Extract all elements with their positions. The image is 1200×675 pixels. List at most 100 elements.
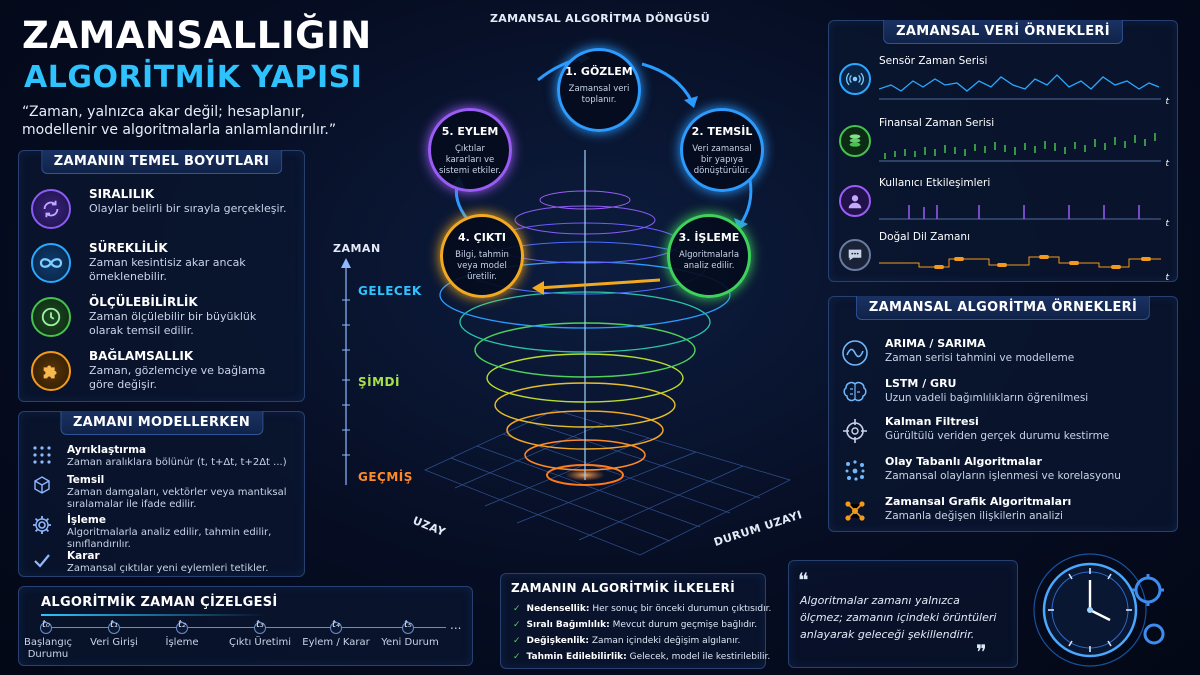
axis-label-time: ZAMAN <box>333 242 381 255</box>
dimensions-heading: ZAMANIN TEMEL BOYUTLARI <box>40 150 283 174</box>
cycle-step-desc: Algoritmalarla analiz edilir. <box>678 250 740 271</box>
dimension-item: BAĞLAMSALLIK Zaman, gözlemciye ve bağlam… <box>31 349 301 399</box>
algo-example-item: Olay Tabanlı Algoritmalar Zamansal olayl… <box>841 455 1171 491</box>
algo-title: Kalman Filtresi <box>885 415 979 428</box>
puzzle-icon <box>31 351 71 391</box>
timeline-heading: ALGORİTMİK ZAMAN ÇİZELGESİ <box>41 595 278 610</box>
dimension-desc: Zaman ölçülebilir bir büyüklük olarak te… <box>89 310 257 337</box>
principle-item: ✓Değişkenlik: Zaman içindeki değişim alg… <box>513 636 740 646</box>
principle-item: ✓Tahmin Edilebilirlik: Gelecek, model il… <box>513 652 770 662</box>
dimension-item: ÖLÇÜLEBİLİRLİK Zaman ölçülebilir bir büy… <box>31 295 301 345</box>
modeling-title: Ayrıklaştırma <box>67 444 147 456</box>
timeline-tick-label: t₀ <box>42 619 50 630</box>
cycle-step-observation: 1. GÖZLEM Zamansal veri toplanır. <box>557 48 641 132</box>
dimension-title: SIRALILIK <box>89 187 155 201</box>
cycle-step-processing: 3. İŞLEME Algoritmalarla analiz edilir. <box>667 214 751 298</box>
clock-icon <box>31 297 71 337</box>
check-icon: ✓ <box>513 636 521 646</box>
cycle-step-desc: Veri zamansal bir yapıya dönüştürülür. <box>692 144 752 176</box>
user-icon <box>839 185 871 217</box>
timeline-panel: ALGORİTMİK ZAMAN ÇİZELGESİ <box>18 586 473 666</box>
quote-open-mark: ❝ <box>798 568 809 592</box>
dimension-item: SÜREKLİLİK Zaman kesintisiz akar ancak ö… <box>31 241 301 291</box>
dimension-item: SIRALILIK Olaylar belirli bir sırayla ge… <box>31 187 301 237</box>
natural-language-time-chart <box>879 255 1161 269</box>
t-axis-label: t <box>1165 273 1169 283</box>
algo-desc: Gürültülü veriden gerçek durumu kestirme <box>885 430 1110 442</box>
cycle-step-desc: Zamansal veri toplanır. <box>568 84 630 105</box>
timeline-node <box>254 622 266 634</box>
algo-desc: Zamanla değişen ilişkilerin analizi <box>885 510 1063 522</box>
dimension-desc: Zaman kesintisiz akar ancak örneklenebil… <box>89 256 246 283</box>
brain-icon <box>841 379 869 407</box>
data-example-title: Finansal Zaman Serisi <box>879 117 995 129</box>
modeling-title: Karar <box>67 550 100 562</box>
t-axis-label: t <box>1165 97 1169 107</box>
cycle-icon <box>31 189 71 229</box>
principle-term: Sıralı Bağımlılık: <box>526 620 610 630</box>
principle-term: Nedensellik: <box>526 604 590 614</box>
algo-title: LSTM / GRU <box>885 377 957 390</box>
grid-plane <box>424 409 791 556</box>
principle-item: ✓Sıralı Bağımlılık: Mevcut durum geçmişe… <box>513 620 757 630</box>
timeline-heading-underline <box>41 614 267 616</box>
quote-close-mark: ❞ <box>976 640 987 664</box>
cycle-step-desc: Bilgi, tahmin veya model üretilir. <box>455 250 509 282</box>
data-example-item: Sensör Zaman Serisi t <box>839 55 1169 107</box>
gear-icon <box>31 514 53 536</box>
principle-term: Değişkenlik: <box>526 636 590 646</box>
timeline-node-label: Eylem / Karar <box>302 637 370 648</box>
timeline-node <box>330 622 342 634</box>
cycle-step-title: 4. ÇIKTI <box>458 231 506 244</box>
main-title-line2: ALGORİTMİK YAPISI <box>24 60 363 95</box>
clock-illustration <box>1033 553 1165 667</box>
modeling-desc: Zaman aralıklara bölünür (t, t+Δt, t+2Δt… <box>67 457 287 468</box>
dimension-desc: Olaylar belirli bir sırayla gerçekleşir. <box>89 202 287 215</box>
modeling-title: İşleme <box>67 514 106 526</box>
dimension-title: BAĞLAMSALLIK <box>89 349 194 363</box>
check-icon: ✓ <box>513 652 521 662</box>
subtitle-quote: “Zaman, yalnızca akar değil; hesaplanır,… <box>22 104 337 138</box>
sensor-icon <box>839 63 871 95</box>
cycle-step-output: 4. ÇIKTI Bilgi, tahmin veya model üretil… <box>440 214 524 298</box>
data-examples-panel: ZAMANSAL VERİ ÖRNEKLERİ Sensör Zaman Ser… <box>828 20 1178 283</box>
algo-desc: Zamansal olayların işlenmesi ve korelasy… <box>885 470 1121 482</box>
principle-text: Gelecek, model ile kestirilebilir. <box>629 652 771 662</box>
timeline-node <box>402 622 414 634</box>
data-example-item: Finansal Zaman Serisi t <box>839 117 1169 169</box>
timeline-node <box>176 622 188 634</box>
algo-example-item: Kalman Filtresi Gürültülü veriden gerçek… <box>841 415 1171 451</box>
modeling-heading: ZAMANI MODELLERKEN <box>59 411 264 435</box>
wave-icon <box>841 339 869 367</box>
check-icon: ✓ <box>513 604 521 614</box>
check-icon: ✓ <box>513 620 521 630</box>
axis-label-present: ŞİMDİ <box>358 375 400 389</box>
axis-label-past: GEÇMİŞ <box>358 470 413 484</box>
principles-panel: ZAMANIN ALGORİTMİK İLKELERİ ✓ Nedensellik… <box>500 573 771 669</box>
timeline-tick-label: t₃ <box>256 619 264 630</box>
crosshair-icon <box>841 417 869 445</box>
data-example-item: Kullanıcı Etkileşimleri t <box>839 177 1169 229</box>
timeline-tick-label: t₂ <box>178 619 186 630</box>
algo-title: Zamansal Grafik Algoritmaları <box>885 495 1072 508</box>
cycle-step-title: 5. EYLEM <box>441 125 499 138</box>
modeling-desc: Zaman damgaları, vektörler veya mantıksa… <box>67 487 287 510</box>
algo-desc: Zaman serisi tahmini ve modelleme <box>885 352 1075 364</box>
principle-text: Her sonuç bir önceki durumun çıktısıdır. <box>592 604 772 614</box>
timeline-axis <box>46 627 446 628</box>
data-example-title: Kullanıcı Etkileşimleri <box>879 177 991 189</box>
infinity-icon <box>31 243 71 283</box>
cycle-heading: ZAMANSAL ALGORİTMA DÖNGÜSÜ <box>490 12 710 25</box>
algo-example-item: Zamansal Grafik Algoritmaları Zamanla de… <box>841 495 1171 531</box>
data-example-title: Doğal Dil Zamanı <box>879 231 970 243</box>
timeline-tick-label: t₄ <box>332 619 340 630</box>
timeline-node <box>40 622 52 634</box>
data-example-item: Doğal Dil Zamanı t <box>839 231 1169 283</box>
modeling-desc: Algoritmalarla analiz edilir, tahmin edi… <box>67 527 272 550</box>
cycle-step-title: 1. GÖZLEM <box>565 65 633 78</box>
main-title: ZAMANSALLIĞIN <box>22 14 372 57</box>
timeline-ellipsis: ... <box>450 618 462 632</box>
timeline-node-label: Yeni Durum <box>381 637 439 648</box>
dimensions-panel: ZAMANIN TEMEL BOYUTLARI SIRALILIK Olayla… <box>18 150 305 402</box>
principles-heading: ZAMANIN ALGORİTMİK İLKELERİ <box>511 581 735 595</box>
